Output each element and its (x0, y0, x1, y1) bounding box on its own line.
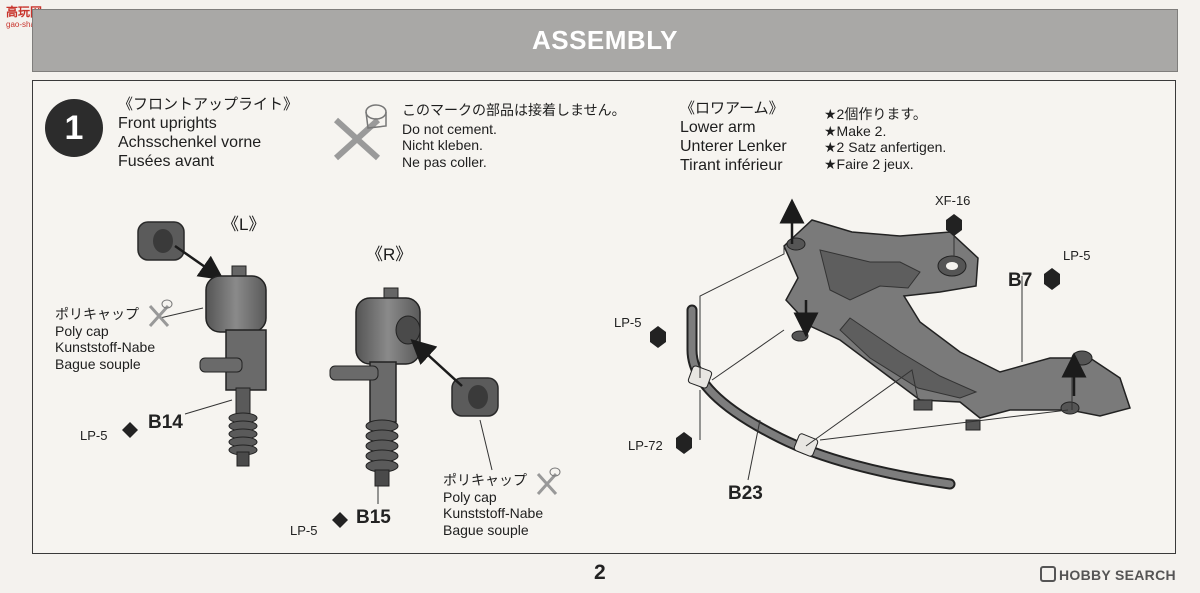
front-uprights-title: 《フロントアップライト》 Front uprights Achsschenkel… (118, 96, 298, 171)
no-cement-en: Do not cement. (402, 120, 497, 137)
stabilizer-part-number: B23 (728, 483, 763, 504)
stabilizer-bar-part (686, 304, 956, 490)
hobby-search-watermark: HOBBY SEARCH (1040, 566, 1176, 583)
make-two-jp: ★2個作ります。 (824, 106, 927, 122)
left-insert-arrow (174, 244, 225, 281)
right-poly-cap-label: ポリキャップ Poly cap Kunststoff-Nabe Bague so… (443, 472, 543, 538)
left-part-number: B14 (148, 412, 183, 433)
no-cement-fr: Ne pas coller. (402, 153, 487, 170)
xf16-paint-swatch-icon (946, 214, 962, 236)
left-poly-cap-fr: Bague souple (55, 355, 141, 372)
left-part-leader (184, 399, 233, 415)
front-uprights-de: Achsschenkel vorne (118, 134, 262, 151)
lower-arm-en: Lower arm (680, 119, 756, 136)
left-paint-swatch-icon (122, 422, 138, 438)
right-poly-cap-de: Kunststoff-Nabe (443, 505, 544, 521)
right-poly-cap-jp: ポリキャップ (443, 472, 527, 488)
make-two-note: ★2個作ります。 ★Make 2. ★2 Satz anfertigen. ★F… (824, 106, 946, 172)
lower-arm-title: 《ロワアーム》 Lower arm Unterer Lenker Tirant … (680, 100, 787, 175)
make-two-de: ★2 Satz anfertigen. (824, 139, 947, 155)
front-uprights-en: Front uprights (118, 115, 217, 132)
lp5-paint-swatch-bar-icon (650, 326, 666, 348)
front-uprights-fr: Fusées avant (118, 153, 215, 170)
right-part-number: B15 (356, 507, 391, 528)
left-upright-part (199, 265, 267, 467)
lower-arm-part (783, 219, 1131, 431)
left-poly-cap-label: ポリキャップ Poly cap Kunststoff-Nabe Bague so… (55, 306, 155, 372)
page-number: 2 (594, 561, 606, 584)
right-paint-code: LP-5 (290, 523, 318, 538)
left-poly-cap-de: Kunststoff-Nabe (55, 339, 156, 355)
lower-arm-part-number: B7 (1008, 270, 1033, 291)
left-paint-code: LP-5 (80, 428, 108, 443)
lower-arm-paint-right: LP-5 (1063, 248, 1091, 263)
hobby-search-text: HOBBY SEARCH (1059, 567, 1176, 583)
lower-arm-jp: 《ロワアーム》 (680, 100, 784, 117)
right-poly-cap-leader (479, 419, 493, 471)
left-do-not-cement-icon (148, 299, 173, 328)
left-poly-cap-en: Poly cap (55, 322, 109, 339)
assembly-title: ASSEMBLY (531, 25, 679, 55)
no-cement-note: このマークの部品は接着しません。 Do not cement. Nicht kl… (402, 102, 626, 170)
make-two-en: ★Make 2. (824, 122, 887, 139)
no-cement-de: Nicht kleben. (402, 137, 483, 153)
right-poly-cap-fr: Bague souple (443, 521, 529, 538)
lower-arm-paint-top: XF-16 (935, 193, 971, 208)
left-poly-cap-jp: ポリキャップ (55, 306, 139, 322)
right-upright-part (329, 287, 421, 487)
assembly-guide-lines (699, 232, 1073, 481)
left-poly-cap-part (137, 221, 185, 261)
right-poly-cap-part (451, 377, 499, 417)
stabilizer-paint-bushing: LP-72 (628, 438, 663, 453)
right-poly-cap-en: Poly cap (443, 488, 497, 505)
lp72-paint-swatch-icon (676, 432, 692, 454)
right-do-not-cement-icon (536, 467, 561, 496)
stabilizer-paint-end: LP-5 (614, 315, 642, 330)
left-poly-cap-leader (159, 307, 204, 319)
watermark-logo-url: gao-shan.com (6, 19, 57, 31)
make-two-fr: ★Faire 2 jeux. (824, 155, 914, 172)
hobby-search-logo-icon (1040, 566, 1056, 582)
lower-arm-fr: Tirant inférieur (680, 157, 783, 174)
lp5-paint-swatch-right-icon (1044, 268, 1060, 290)
front-uprights-jp: 《フロントアップライト》 (118, 96, 299, 113)
lower-arm-de: Unterer Lenker (680, 138, 787, 155)
right-side-label: 《R》 (366, 245, 413, 264)
left-side-label: 《L》 (222, 215, 266, 234)
right-paint-swatch-icon (332, 512, 348, 528)
step-number-badge: 1 (45, 99, 103, 157)
do-not-cement-icon (333, 104, 387, 161)
right-insert-arrow (410, 338, 463, 387)
no-cement-jp: このマークの部品は接着しません。 (402, 102, 626, 118)
assembly-banner: ASSEMBLY (32, 9, 1178, 72)
